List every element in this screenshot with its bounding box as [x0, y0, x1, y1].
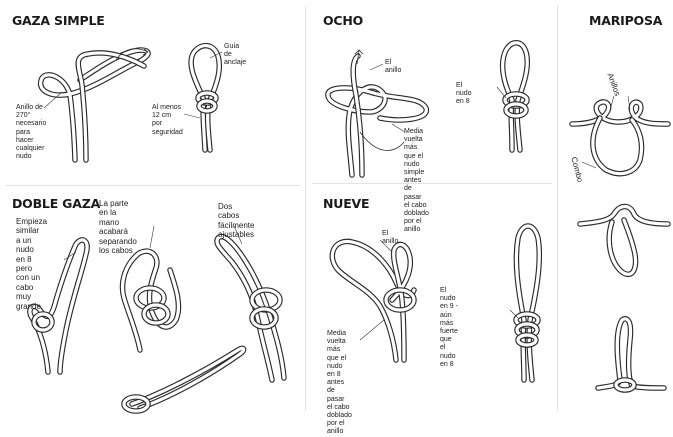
divider-horizontal-left [6, 185, 301, 186]
panel-title: DOBLE GAZA [12, 196, 101, 211]
panel-title: GAZA SIMPLE [12, 13, 105, 28]
doble-gaza-illustration [27, 225, 287, 414]
caption-ring-270: Anillo de 270° necesario para hacer cual… [16, 104, 47, 161]
caption-start: Empieza similar a un nudo en 8 pero con … [16, 217, 48, 311]
divider-vertical-right [557, 6, 558, 411]
caption-hand: La parte en la mano acabará separando lo… [99, 199, 137, 256]
ocho-illustration [325, 40, 531, 178]
panel-title: NUEVE [323, 196, 370, 211]
divider-vertical-left [305, 6, 306, 411]
gaza-simple-illustration [37, 42, 223, 163]
panel-title: OCHO [323, 13, 364, 28]
panel-title: MARIPOSA [589, 13, 663, 28]
caption-guide: Guía de anclaje [224, 43, 247, 67]
divider-horizontal-middle [312, 183, 552, 184]
caption-half-turn: Media vuelta más que el nudo en 8 antes … [327, 330, 352, 436]
caption-safety: Al menos 12 cm por seguridad [152, 104, 183, 136]
caption-half-turn: Media vuelta más que el nudo simple ante… [404, 128, 429, 234]
mariposa-illustration [569, 95, 671, 393]
caption-knot-8: El nudo en 8 [456, 82, 472, 106]
caption-knot-9: El nudo en 9 - aún más fuerte que el nud… [440, 287, 458, 368]
nueve-illustration [329, 223, 543, 383]
caption-ends: Dos cabos fácilmente ajustables [218, 202, 255, 240]
caption-ring: El anillo [385, 59, 402, 75]
caption-ring: El anillo [382, 230, 399, 246]
